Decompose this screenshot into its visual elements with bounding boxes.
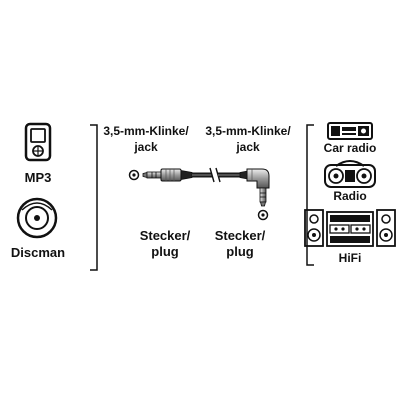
car-radio-icon [327, 122, 373, 140]
straight-jack-plug-icon [142, 168, 193, 182]
right-jack-socket-icon [257, 209, 269, 221]
cable-cord [192, 167, 240, 183]
right-plug-label-line1: Stecker/ [215, 228, 266, 243]
left-bracket [90, 124, 98, 271]
hifi-label: HiFi [339, 251, 362, 265]
mp3-player-icon [24, 122, 52, 162]
left-jack-label-line1: 3,5-mm-Klinke/ [103, 124, 189, 138]
mp3-label: MP3 [25, 170, 52, 185]
left-jack-socket-icon [128, 169, 140, 181]
discman-icon [16, 197, 58, 239]
hifi-icon [304, 209, 396, 247]
right-jack-label-line1: 3,5-mm-Klinke/ [205, 124, 291, 138]
left-plug-label-line2: plug [151, 244, 178, 259]
right-jack-label-line2: jack [235, 140, 260, 154]
radio-label: Radio [333, 189, 366, 203]
car-radio-label: Car radio [324, 141, 377, 155]
right-plug-label-line2: plug [226, 244, 253, 259]
discman-label: Discman [11, 245, 65, 260]
radio-icon [324, 160, 376, 188]
left-jack-label-line2: jack [133, 140, 158, 154]
right-bracket [306, 124, 314, 266]
angled-jack-plug-icon [239, 168, 270, 207]
left-plug-label-line1: Stecker/ [140, 228, 191, 243]
